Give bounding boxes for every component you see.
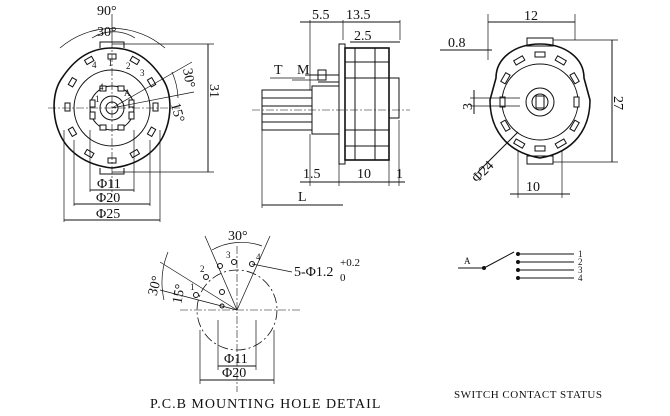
switch-status-title: SWITCH CONTACT STATUS: [454, 389, 603, 401]
pcb-dia-outer: Φ20: [222, 366, 246, 381]
front-angle-top: 90°: [97, 4, 117, 19]
side-dim-bottom-c: 1: [396, 167, 403, 182]
side-body: [344, 47, 390, 161]
arc-30: [91, 31, 136, 39]
switch-status: A 1 2 3 4 SWITCH CONTACT STATUS: [454, 249, 603, 401]
switch-contact-label: 1: [578, 249, 583, 259]
front-height: 31: [206, 84, 221, 98]
front-pin-label: 3: [140, 68, 145, 78]
front-pin-label: 4: [99, 82, 104, 92]
front-dia-outer: Φ25: [96, 207, 120, 222]
rear-dim-width: 10: [526, 180, 540, 195]
side-label-t: T: [274, 63, 283, 78]
switch-contact-label: 2: [578, 257, 583, 267]
switch-common-label: A: [464, 256, 471, 266]
front-pin-label: 1: [108, 58, 113, 68]
front-angle-right: 30°: [179, 67, 197, 89]
front-pin-label: 1: [95, 94, 100, 104]
rear-dim-height: 27: [610, 96, 625, 110]
front-angle-small: 15°: [167, 101, 187, 124]
pcb-pin-label: 2: [200, 264, 205, 274]
front-pin-label: 2: [126, 61, 131, 71]
pcb-angle-small: 15°: [170, 283, 188, 305]
side-dim-bottom-b: 10: [357, 167, 371, 182]
pcb-pin-label: 4: [256, 252, 261, 262]
side-dim-bottom-a: 1.5: [303, 167, 321, 182]
pcb-detail-title: P.C.B MOUNTING HOLE DETAIL: [150, 397, 381, 412]
side-label-m: M: [297, 63, 310, 78]
pcb-hole-spec: 5-Φ1.2: [294, 265, 333, 280]
pcb-angle-left: 30°: [146, 275, 166, 298]
rear-slots: [499, 51, 580, 152]
front-angle-inner: 30°: [97, 25, 117, 40]
front-dia-mid: Φ20: [96, 191, 120, 206]
switch-contact-label: 4: [578, 273, 583, 283]
front-terminals: [64, 53, 159, 164]
side-dim-mid: 2.5: [354, 29, 372, 44]
pcb-dia-inner: Φ11: [224, 352, 248, 367]
front-dia-inner: Φ11: [97, 177, 121, 192]
pcb-pin-label: 1: [190, 282, 195, 292]
rear-dim-dia: Φ24: [469, 158, 497, 186]
front-pin-label: 4: [92, 60, 97, 70]
rear-dim-left: 0.8: [448, 36, 466, 51]
rear-dim-slot: 3: [461, 103, 476, 110]
pcb-tol-lower: 0: [340, 272, 346, 284]
side-dim-top-a: 5.5: [312, 8, 330, 23]
rear-dim-top: 12: [524, 9, 538, 24]
pcb-tol-upper: +0.2: [340, 257, 360, 269]
pcb-detail: 30° 30° 15° 1 2 3 4 5-Φ1.2 +0.2 0: [146, 229, 381, 412]
switch-contact-label: 3: [578, 265, 583, 275]
pcb-angle-top: 30°: [228, 229, 248, 244]
side-dim-top-b: 13.5: [346, 8, 371, 23]
rear-view: 12 0.8 27: [440, 9, 625, 198]
arc-90: [59, 28, 166, 49]
front-view: 90° 30°: [48, 4, 221, 222]
pcb-pin-label: 3: [226, 250, 231, 260]
side-label-l: L: [298, 190, 307, 205]
front-pin-label: A: [124, 88, 131, 98]
side-view: 5.5 13.5 2.5 T M 1.5 10 1: [252, 8, 410, 208]
